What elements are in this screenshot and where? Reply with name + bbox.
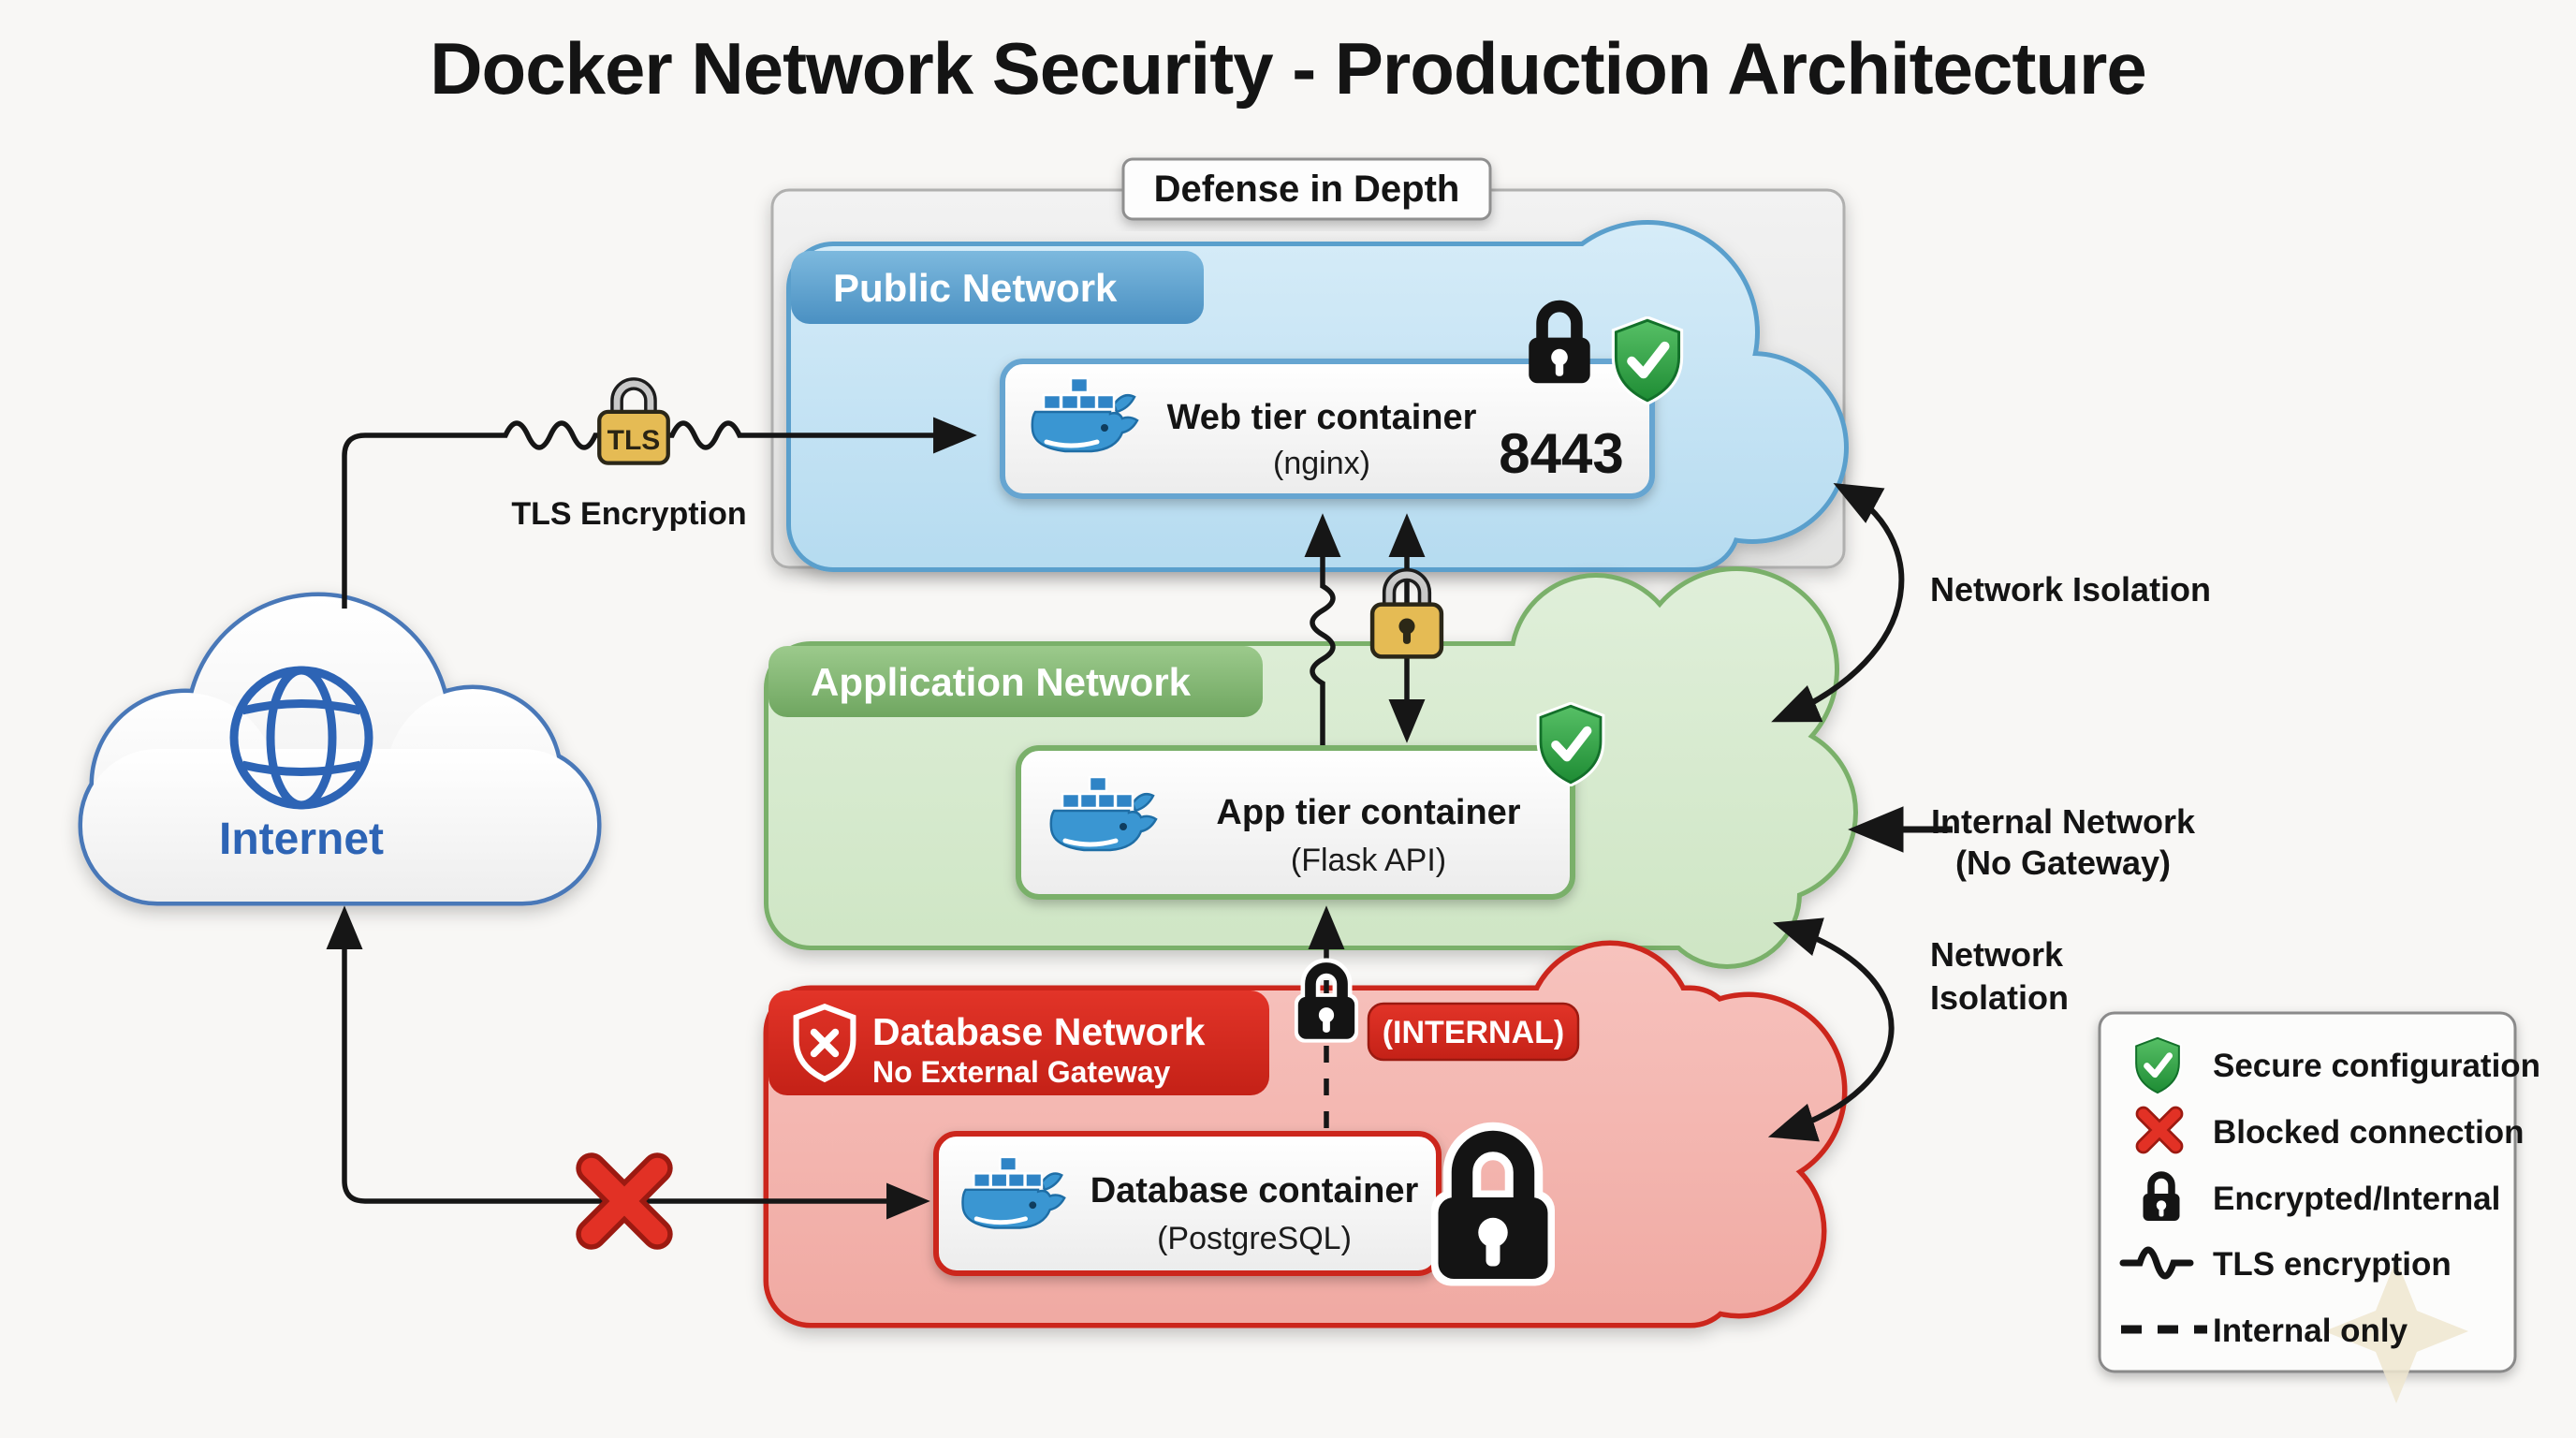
globe-icon	[229, 666, 373, 810]
blocked-connection-line	[326, 905, 930, 1220]
isolation-bottom-label-2: Isolation	[1930, 978, 2069, 1017]
web-app-tls-link	[1304, 513, 1341, 748]
legend-item-label: Blocked connection	[2213, 1114, 2525, 1151]
internal-network-label-2: (No Gateway)	[1955, 844, 2171, 882]
page-title: Docker Network Security - Production Arc…	[430, 27, 2146, 110]
shield-check-icon	[1616, 320, 1678, 401]
database-subtitle: (PostgreSQL)	[1157, 1221, 1352, 1256]
tls-squiggle-icon	[2119, 1246, 2194, 1280]
internet-to-web-arrow	[342, 417, 977, 609]
shield-check-icon	[1541, 706, 1601, 783]
public-network-tab	[791, 251, 1204, 324]
internal-network-label-1: Internal Network	[1931, 802, 2196, 841]
database-network-sublabel: No External Gateway	[872, 1055, 1171, 1089]
app-tier-title: App tier container	[1216, 793, 1520, 832]
database-container: Database container (PostgreSQL)	[933, 1131, 1442, 1276]
sparkle-watermark	[2324, 1259, 2468, 1403]
legend: Secure configuration Blocked connection …	[2098, 1011, 2540, 1403]
internet-label: Internet	[219, 814, 384, 864]
tls-encryption-caption: TLS Encryption	[511, 496, 746, 532]
app-tier-container: App tier container (Flask API)	[1016, 745, 1575, 900]
isolation-arrow-bottom	[1767, 917, 1895, 1142]
database-title: Database container	[1090, 1171, 1419, 1211]
database-network-label: Database Network	[872, 1010, 1206, 1053]
internal-badge	[1367, 1002, 1580, 1062]
web-tier-title: Web tier container	[1167, 398, 1477, 437]
application-network-label: Application Network	[811, 660, 1192, 704]
defense-in-depth-label: Defense in Depth	[1154, 169, 1460, 210]
tls-padlock-label: TLS	[607, 425, 661, 456]
app-tier-subtitle: (Flask API)	[1291, 843, 1446, 878]
web-tier-port: 8443	[1499, 422, 1623, 485]
shield-check-icon	[2136, 1038, 2179, 1093]
legend-item-label: Secure configuration	[2213, 1048, 2540, 1084]
isolation-bottom-label-1: Network	[1930, 935, 2064, 974]
public-network-label: Public Network	[833, 266, 1118, 310]
legend-item-label: Encrypted/Internal	[2213, 1181, 2500, 1217]
web-tier-container: Web tier container (nginx) 8443	[1000, 359, 1655, 499]
web-tier-subtitle: (nginx)	[1273, 446, 1370, 481]
legend-item-label: TLS encryption	[2213, 1246, 2452, 1283]
application-network-tab	[768, 646, 1263, 717]
isolation-arrow-top	[1771, 482, 1905, 723]
isolation-top-label: Network Isolation	[1930, 570, 2211, 609]
internal-badge-label: (INTERNAL)	[1383, 1015, 1565, 1050]
legend-item-label: Internal only	[2213, 1313, 2408, 1349]
defense-in-depth-badge	[1121, 157, 1492, 221]
